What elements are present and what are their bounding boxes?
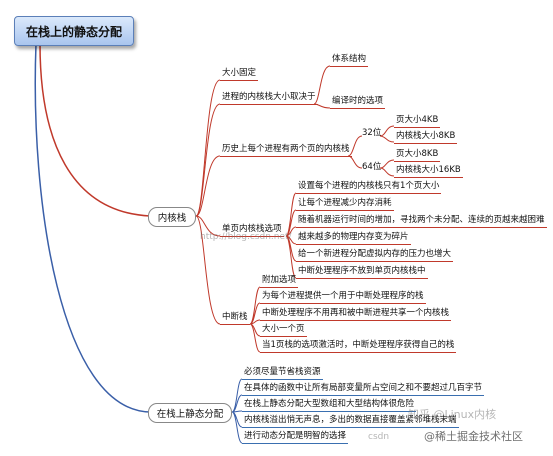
connector-single-children <box>285 192 297 279</box>
connector-irq-children <box>249 286 261 353</box>
irq-stack-label: 中断栈 <box>220 312 250 325</box>
single-page-label: 单页内核栈选项 <box>220 224 284 237</box>
depends-item-compile: 编译时的选项 <box>330 96 386 109</box>
watermark-csdn: csdn <box>368 432 390 442</box>
connector-history-64 <box>347 155 363 169</box>
static-item-4: 内核栈溢出悄无声息，多出的数据直接覆盖紧邻堆栈末端 <box>242 415 459 428</box>
static-item-3: 在栈上静态分配大型数组和大型结构体很危险 <box>242 399 417 412</box>
irq-item-1: 为每个进程提供一个用于中断处理程序的栈 <box>260 291 426 304</box>
watermark-blog: http://blog.csdn.net/ <box>200 232 292 242</box>
history-label: 历史上每个进程有两个页的内核栈 <box>220 144 352 157</box>
bit32-stack-size: 内核栈大小8KB <box>394 131 458 144</box>
bit64-page-size: 页大小8KB <box>394 149 441 162</box>
connector-kernel-single <box>195 215 221 237</box>
connector-32-children <box>379 125 395 143</box>
static-item-2: 在具体的函数中让所有局部变量所占空间之和不要超过几百字节 <box>242 383 485 396</box>
irq-item-4: 当1页栈的选项激活时，中断处理程序获得自己的栈 <box>260 340 457 353</box>
connector-kernel-history <box>195 155 221 217</box>
root-title: 在栈上的静态分配 <box>14 16 134 46</box>
depends-item-arch: 体系结构 <box>330 54 369 67</box>
bit64-stack-size: 内核栈大小16KB <box>394 165 463 178</box>
irq-item-3: 大小一个页 <box>260 324 307 337</box>
irq-option: 附加选项 <box>260 275 299 288</box>
connector-kernel-fixed <box>195 79 221 217</box>
irq-item-2: 中断处理程序不用再和被中断进程共享一个内核栈 <box>260 308 452 321</box>
watermark-juejin: @稀土掘金技术社区 <box>424 430 523 443</box>
static-item-5: 进行动态分配是明智的选择 <box>242 431 349 444</box>
single-page-item-6: 中断处理程序不放到单页内核栈中 <box>296 266 428 279</box>
depends-label: 进程的内核栈大小取决于 <box>220 92 318 105</box>
bit32-label: 32位 <box>362 128 382 138</box>
single-page-item-4: 越来越多的物理内存变为碎片 <box>296 232 411 245</box>
bit64-label: 64位 <box>362 162 382 172</box>
single-page-item-2: 让每个进程减少内存消耗 <box>296 198 394 211</box>
static-item-1: 必须尽量节省栈资源 <box>242 367 323 380</box>
fixed-size-label: 大小固定 <box>220 68 259 81</box>
single-page-item-5: 给一个新进程分配虚拟内存的压力也增大 <box>296 249 454 262</box>
connector-kernel-irq <box>195 215 221 325</box>
bit32-page-size: 页大小4KB <box>394 115 441 128</box>
connector-history-32 <box>347 135 363 157</box>
kernel-stack-node: 内核栈 <box>148 207 196 227</box>
single-page-item-1: 设置每个进程的内核栈只有1个页大小 <box>296 181 442 194</box>
connector-static-children <box>231 378 243 444</box>
connector-64-children <box>379 159 395 177</box>
connector-kernel-depends <box>195 103 221 217</box>
connector-title-static <box>34 43 151 413</box>
watermark-zhihu: 知乎 @Linux内核 <box>408 408 497 421</box>
single-page-item-3: 随着机器运行时间的增加，寻找两个未分配、连续的页越来越困难 <box>296 215 547 228</box>
connector-title-kernel <box>39 43 151 217</box>
stack-static-node: 在栈上静态分配 <box>148 403 232 423</box>
